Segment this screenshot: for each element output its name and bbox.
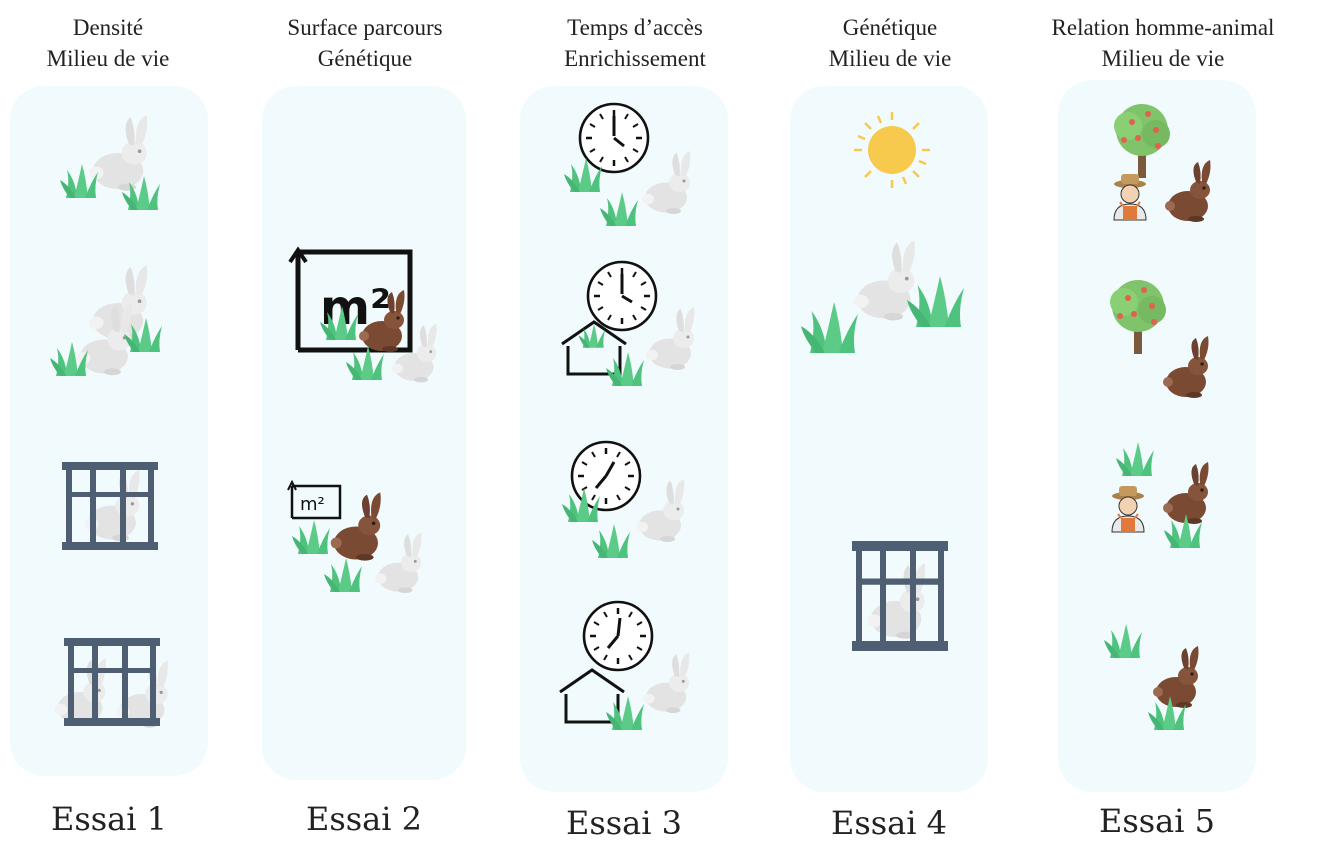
- trial-4-header-line-1: Génétique: [842, 15, 938, 40]
- trial-3-panel: [520, 86, 728, 792]
- trial-2-header-line-1: Surface parcours: [287, 15, 443, 40]
- trial-5-header-line-1: Relation homme-animal: [1051, 15, 1275, 40]
- trial-1-header: Densité Milieu de vie: [8, 12, 208, 74]
- trial-4-label: Essai 4: [830, 804, 948, 842]
- trial-1-label: Essai 1: [50, 800, 168, 838]
- trial-4-header-line-2: Milieu de vie: [828, 46, 952, 71]
- trial-5-panel: [1058, 80, 1256, 792]
- trial-5-label: Essai 5: [1098, 802, 1216, 840]
- trial-5-header-line-2: Milieu de vie: [1101, 46, 1225, 71]
- trial-3-label: Essai 3: [565, 804, 683, 842]
- trial-2-header: Surface parcours Génétique: [250, 12, 480, 74]
- trial-5-header: Relation homme-animal Milieu de vie: [1008, 12, 1318, 74]
- trial-1-header-line-1: Densité: [72, 15, 144, 40]
- trial-1-panel: [10, 86, 208, 776]
- trial-2-header-line-2: Génétique: [317, 46, 413, 71]
- trial-4-header: Génétique Milieu de vie: [790, 12, 990, 74]
- trial-3-header: Temps d’accès Enrichissement: [520, 12, 750, 74]
- trial-2-panel: [262, 86, 466, 780]
- trial-1-header-line-2: Milieu de vie: [46, 46, 170, 71]
- trial-3-header-line-2: Enrichissement: [564, 46, 706, 71]
- trial-2-label: Essai 2: [305, 800, 423, 838]
- trial-3-header-line-1: Temps d’accès: [567, 15, 703, 40]
- trial-4-panel: [790, 86, 988, 792]
